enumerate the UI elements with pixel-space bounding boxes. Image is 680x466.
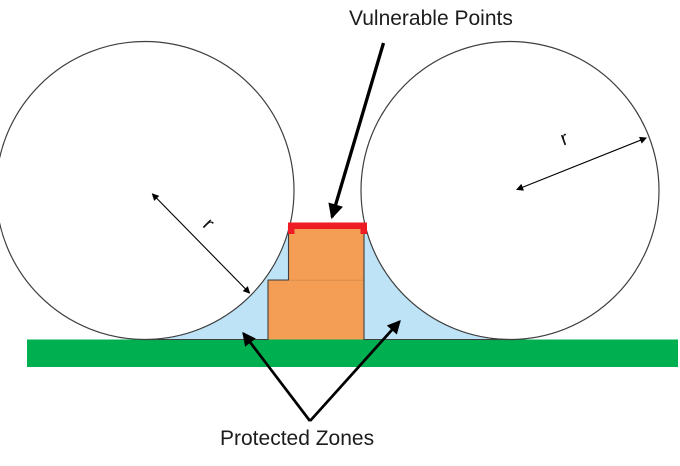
protected-zones-arrow-left	[242, 331, 312, 422]
protected-zones-arrow-right	[308, 319, 401, 422]
building-upper-block	[288, 226, 364, 280]
left-sphere-circle	[0, 40, 295, 341]
vulnerable-edge-highlight	[288, 222, 367, 234]
protected-zones-label: Protected Zones	[220, 427, 375, 450]
vulnerable-points-arrow	[328, 42, 386, 220]
ground-bar	[27, 339, 678, 367]
vulnerable-points-label: Vulnerable Points	[349, 7, 513, 30]
right-sphere-circle	[360, 40, 660, 341]
radius-arrow-right	[516, 136, 647, 191]
radius-arrow-left	[151, 193, 251, 294]
building-lower-block	[268, 280, 364, 340]
protected-zone-right	[363, 225, 511, 341]
